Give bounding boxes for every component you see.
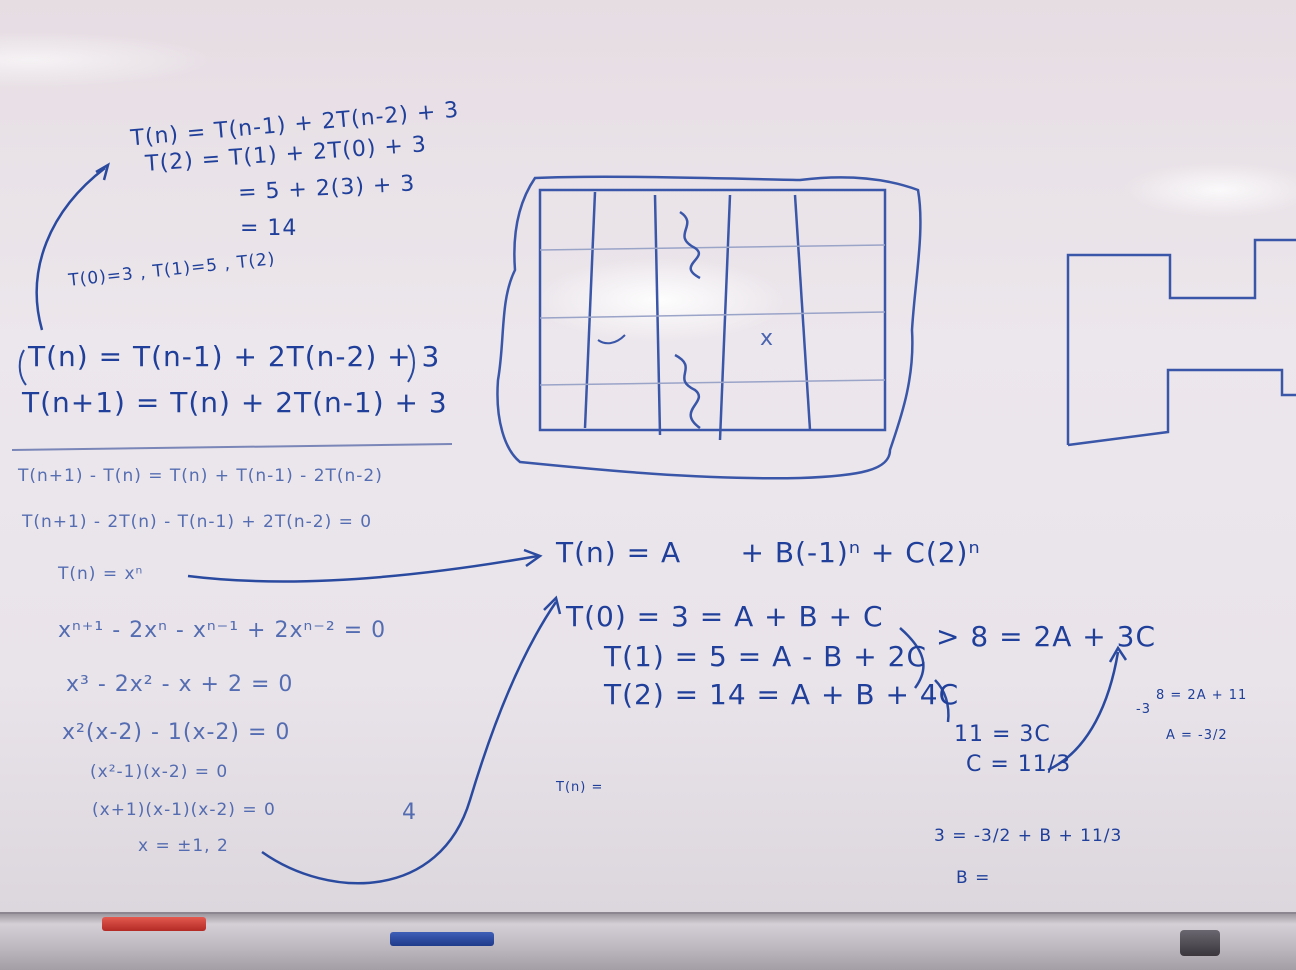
char-line-8: (x+1)(x-1)(x-2) = 0 — [92, 800, 276, 820]
char-line-2: T(n+1) - 2T(n) - T(n-1) + 2T(n-2) = 0 — [22, 512, 373, 532]
step-shape — [1066, 238, 1296, 447]
arrow-to-system — [261, 601, 558, 885]
red-marker[interactable] — [102, 917, 206, 931]
char-line-6: x²(x-2) - 1(x-2) = 0 — [62, 720, 291, 745]
char-line-5: x³ - 2x² - x + 2 = 0 — [66, 672, 294, 697]
left-curved-arrow — [35, 167, 106, 331]
binder-clip — [1180, 930, 1220, 956]
arrow-to-solution — [187, 554, 539, 583]
char-line-1: T(n+1) - T(n) = T(n) + T(n-1) - 2T(n-2) — [18, 466, 383, 486]
top-line-4: = 14 — [240, 216, 298, 241]
system-eq-2: T(1) = 5 = A - B + 2C — [604, 640, 927, 673]
general-solution: T(n) = A + B(-1)ⁿ + C(2)ⁿ — [556, 536, 981, 569]
system-eq-3: T(2) = 14 = A + B + 4C — [604, 678, 960, 711]
recurrence-2: T(n+1) = T(n) + 2T(n-1) + 3 — [22, 386, 448, 419]
recurrence-1: T(n) = T(n-1) + 2T(n-2) + 3 — [28, 340, 441, 373]
marker-tray — [0, 912, 1296, 970]
eq-11: 11 = 3C — [954, 722, 1051, 747]
side-eq: 8 = 2A + 11 — [1156, 688, 1248, 703]
char-line-9: x = ±1, 2 — [138, 836, 229, 856]
char-line-4: xⁿ⁺¹ - 2xⁿ - xⁿ⁻¹ + 2xⁿ⁻² = 0 — [58, 618, 387, 643]
b-value: B = — [956, 868, 991, 888]
eq-8: > 8 = 2A + 3C — [936, 620, 1157, 653]
sketch-x-mark: x — [760, 326, 775, 351]
divider-line — [11, 443, 453, 451]
c-value: C = 11/3 — [966, 752, 1072, 777]
tn-blank: T(n) = — [556, 780, 604, 795]
side-minus: -3 — [1136, 702, 1151, 717]
system-eq-1: T(0) = 3 = A + B + C — [566, 600, 884, 633]
a-value: A = -3/2 — [1166, 728, 1228, 743]
arrow-to-eq8 — [1047, 651, 1120, 772]
side-mark: 4 — [402, 800, 417, 825]
blue-marker[interactable] — [390, 932, 494, 946]
char-line-3: T(n) = xⁿ — [58, 564, 144, 584]
b-equation: 3 = -3/2 + B + 11/3 — [934, 826, 1123, 846]
sketch-inner-box — [538, 188, 887, 432]
char-line-7: (x²-1)(x-2) = 0 — [90, 762, 229, 782]
sketch-cloud-border — [496, 175, 922, 480]
